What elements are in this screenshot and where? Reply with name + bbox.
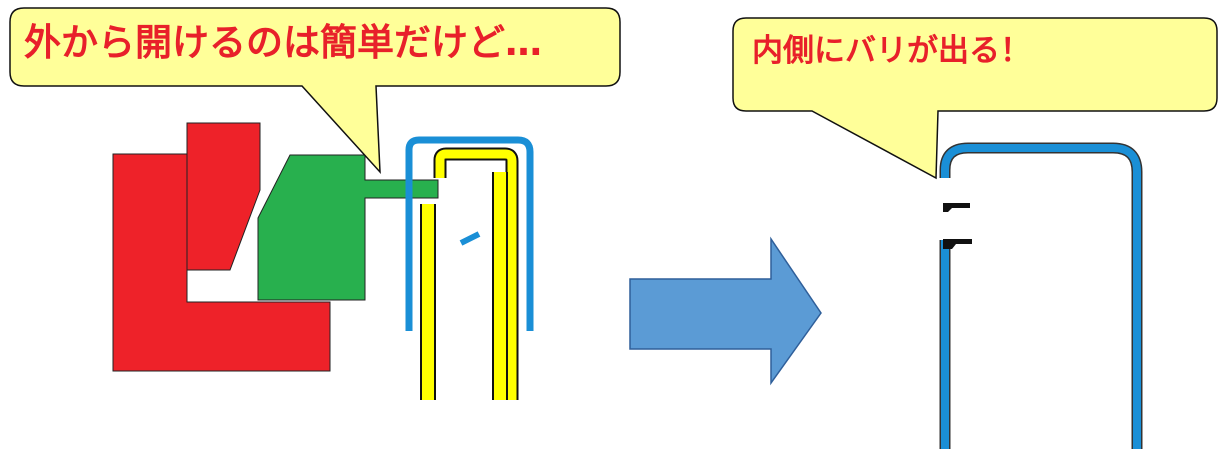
callout-right-text: 内側にバリが出る！ <box>752 33 1031 69</box>
burr-upper <box>943 203 970 212</box>
tool-green-blade <box>257 154 439 301</box>
can-blue-lid <box>405 136 534 331</box>
burr-lower <box>943 239 972 249</box>
can-cross-section <box>405 136 534 400</box>
can-edge-top-arc-fill <box>941 144 1141 449</box>
tool-red-upper-block <box>186 122 261 271</box>
callout-left-text: 外から開けるのは簡単だけど… <box>24 21 542 64</box>
opened-can-edge <box>939 142 1143 449</box>
can-yellow-wall-inner-fill <box>435 149 517 400</box>
cut-fragment <box>459 231 481 246</box>
opener-tool <box>112 122 439 372</box>
callout-right-bubble <box>732 17 1218 180</box>
can-edge-top-arc <box>939 142 1143 449</box>
right-arrow-icon <box>629 236 822 386</box>
callout-left-bubble <box>9 7 621 175</box>
